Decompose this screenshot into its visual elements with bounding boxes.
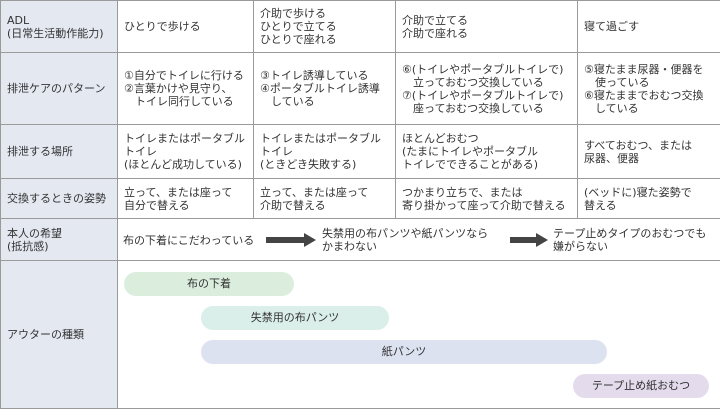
bar-tape-diaper: テープ止め紙おむつ [573,374,709,398]
row-header-care-pattern: 排泄ケアのパターン [1,53,118,125]
cell-care-2: ③トイレ誘導している ④ポータブルトイレ誘導 している [254,53,396,125]
cell-adl-1: ひとりで歩ける [118,1,254,53]
row-posture: 交換するときの姿勢 立って、または座って 自分で替える 立って、または座って 介… [1,179,720,219]
cell-posture-3: つかまり立ちで、または 寄り掛かって座って介助で替える [396,179,578,219]
cell-adl-4: 寝て過ごす [578,1,720,53]
cell-posture-1: 立って、または座って 自分で替える [118,179,254,219]
row-adl: ADL (日常生活動作能力) ひとりで歩ける 介助で歩ける ひとりで立てる ひと… [1,1,720,53]
bar-paper-pants: 紙パンツ [201,340,607,364]
cell-place-3: ほとんどおむつ (たまにトイレやポータブル トイレでできることがある) [396,125,578,179]
arrow-right-icon [266,234,316,246]
cell-adl-3: 介助で立てる 介助で座れる [396,1,578,53]
row-place: 排泄する場所 トイレまたはポータブル トイレ (ほとんど成功している) トイレま… [1,125,720,179]
row-header-outer: アウターの種類 [1,261,118,409]
cell-care-4: ⑤寝たまま尿器・便器を 使っている ⑥寝たままでおむつ交換 している [578,53,720,125]
cell-posture-4: (ベッドに)寝た姿勢で 替える [578,179,720,219]
cell-adl-2: 介助で歩ける ひとりで立てる ひとりで座れる [254,1,396,53]
cell-posture-2: 立って、または座って 介助で替える [254,179,396,219]
cell-place-1: トイレまたはポータブル トイレ (ほとんど成功している) [118,125,254,179]
row-header-wish: 本人の希望 (抵抗感) [1,219,118,261]
row-care-pattern: 排泄ケアのパターン ①自分でトイレに行ける ②言葉かけや見守り、 トイレ同行して… [1,53,720,125]
wish-item-incontinence-pants: 失禁用の布パンツや紙パンツなら かまわない [322,227,488,253]
bar-cloth-underwear: 布の下着 [124,272,294,296]
cell-care-3: ⑥(トイレやポータブルトイレで) 立っておむつ交換している ⑦(トイレやポータブ… [396,53,578,125]
cell-place-2: トイレまたはポータブル トイレ (ときどき失敗する) [254,125,396,179]
row-header-place: 排泄する場所 [1,125,118,179]
row-header-posture: 交換するときの姿勢 [1,179,118,219]
bar-incontinence-cloth-pants: 失禁用の布パンツ [201,306,389,330]
row-header-adl: ADL (日常生活動作能力) [1,1,118,53]
arrow-right-icon [510,234,548,246]
wish-item-tape-diaper: テープ止めタイプのおむつでも 嫌がらない [553,227,706,253]
cell-care-1: ①自分でトイレに行ける ②言葉かけや見守り、 トイレ同行している [118,53,254,125]
wish-item-cloth-underwear: 布の下着にこだわっている [123,234,254,247]
cell-place-4: すべておむつ、または 尿器、便器 [578,125,720,179]
